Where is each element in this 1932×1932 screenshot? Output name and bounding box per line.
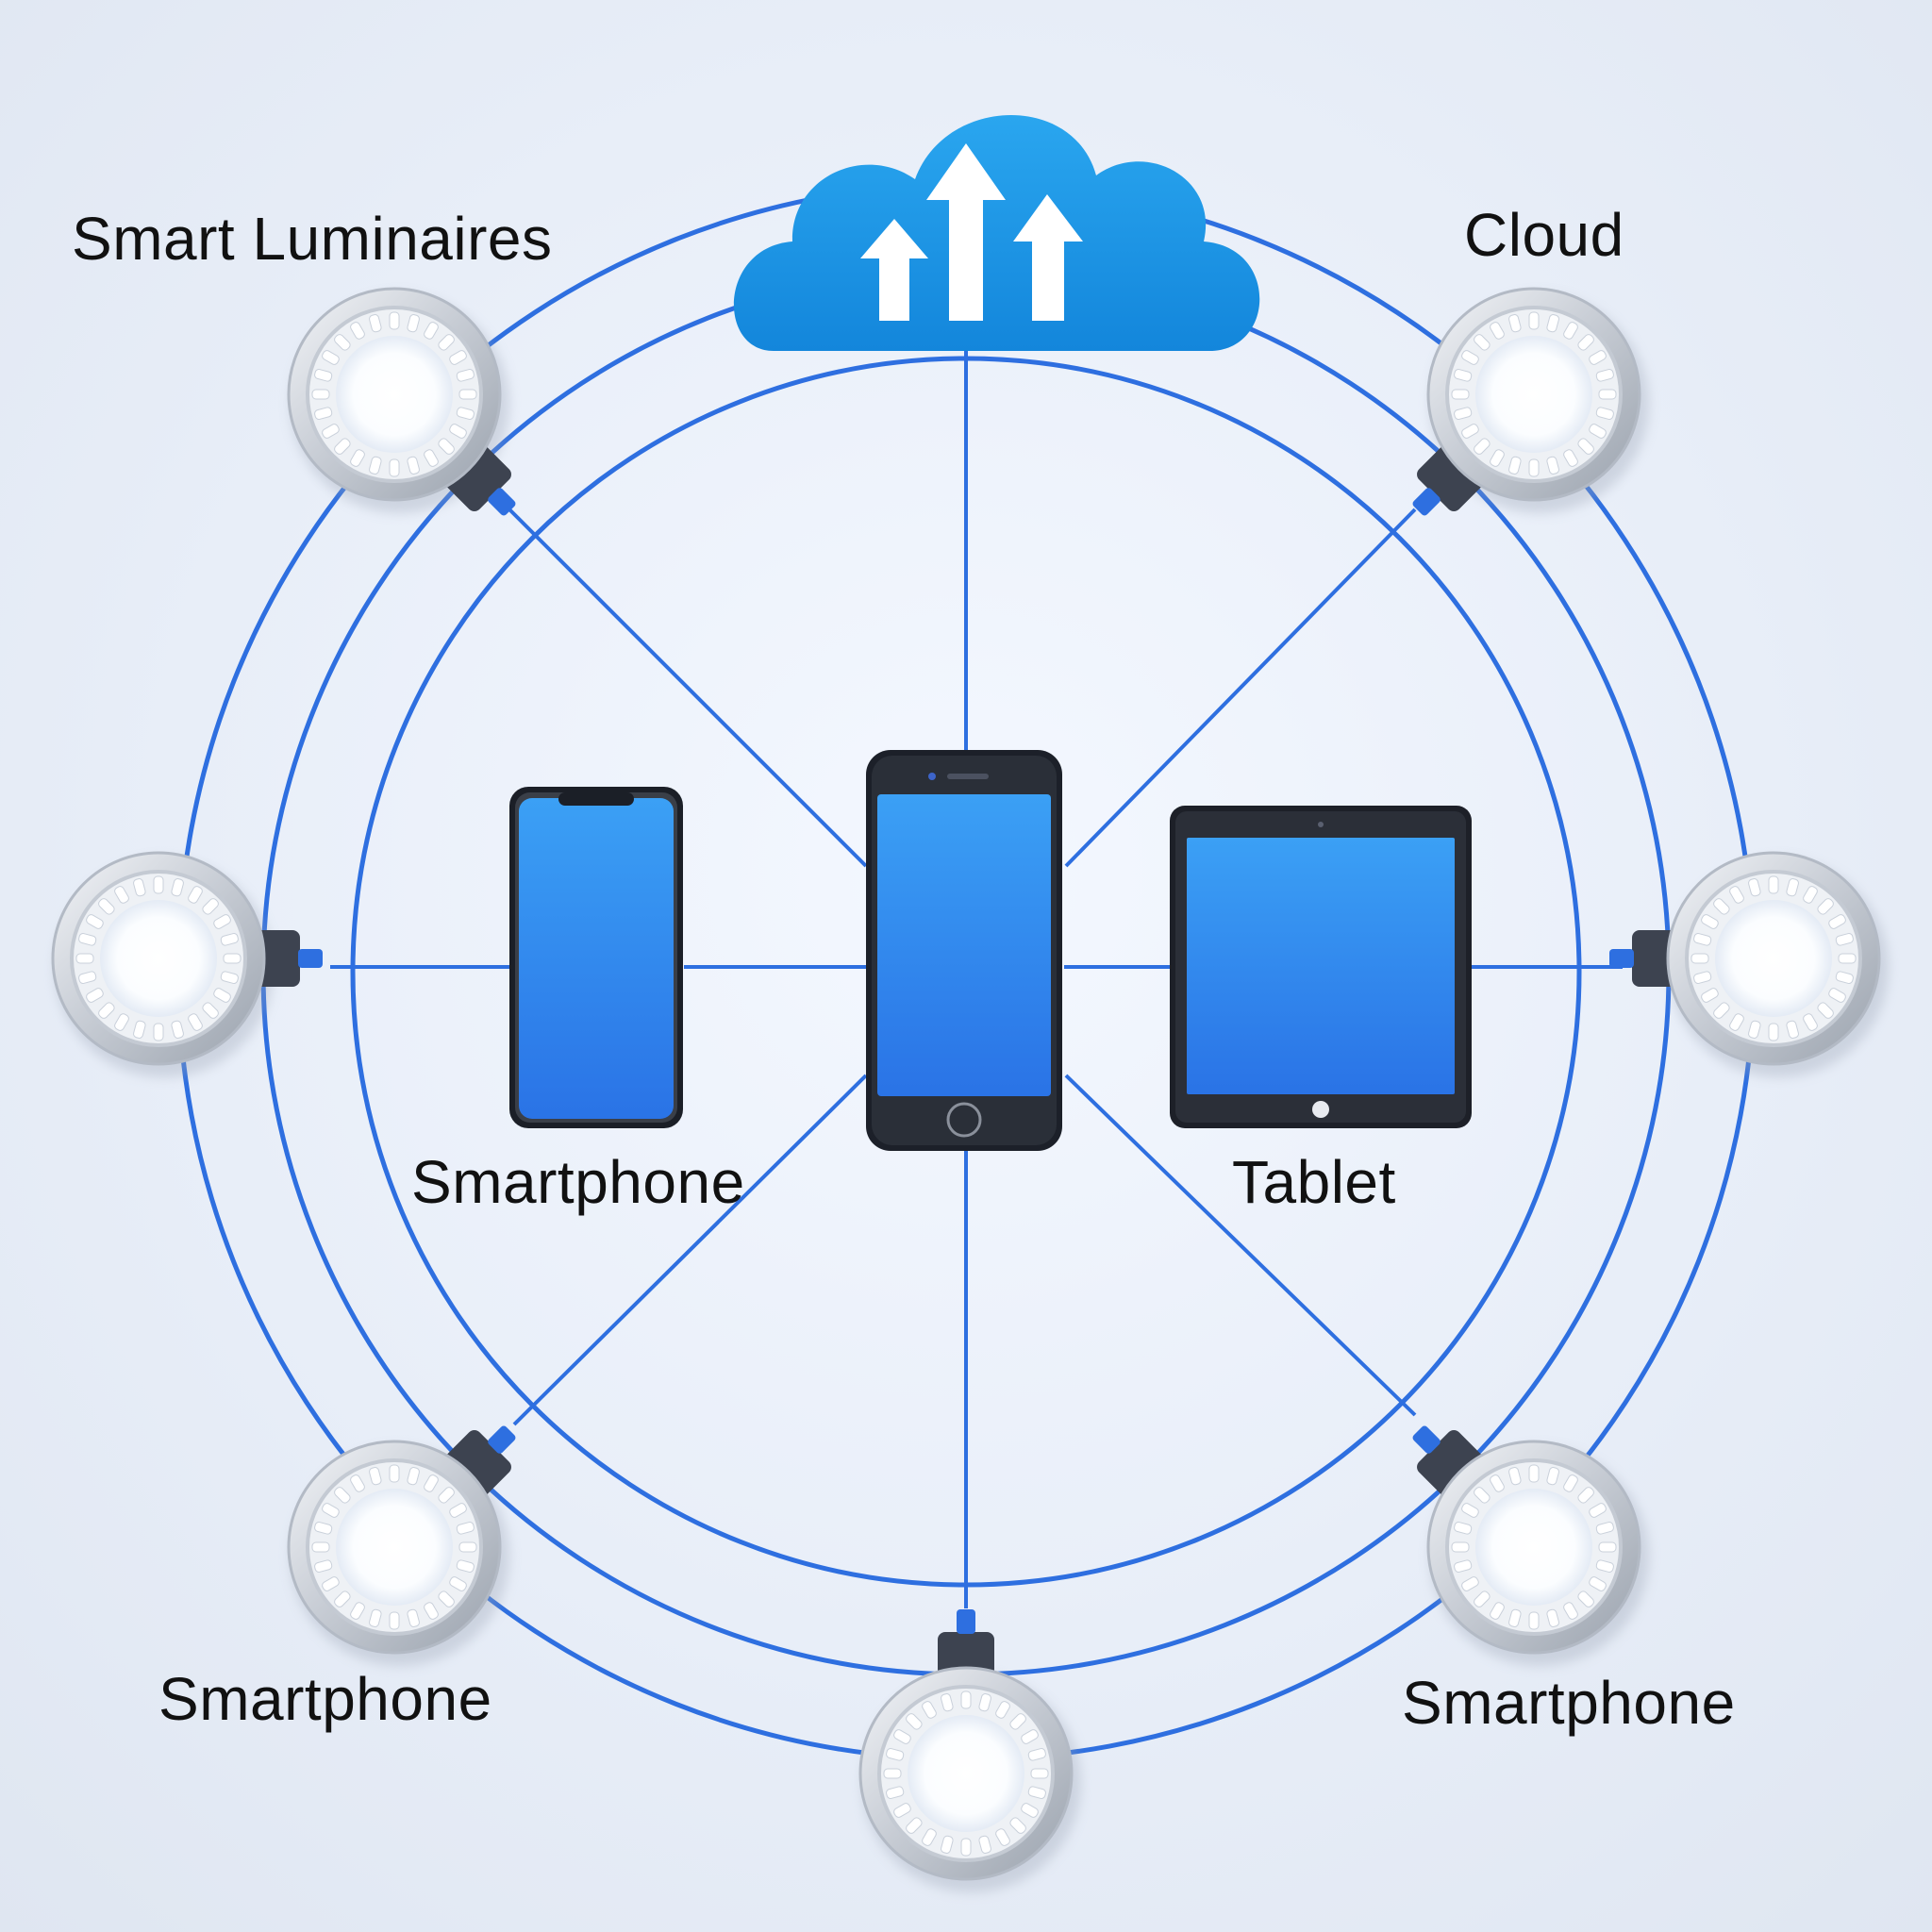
spoke-cable-bottom-left bbox=[512, 1074, 868, 1426]
luminaire-icon bbox=[51, 851, 323, 1077]
luminaire-icon bbox=[287, 287, 516, 516]
spoke-cables bbox=[330, 349, 1623, 1608]
spoke-cable-top-right bbox=[1064, 508, 1417, 868]
label-smartphone-bottom-right: Smartphone bbox=[1402, 1669, 1736, 1737]
upload-arrows-icon bbox=[860, 143, 1083, 321]
label-smartphone-center: Smartphone bbox=[411, 1148, 745, 1216]
smartphone-icon bbox=[509, 787, 683, 1128]
luminaire-icon bbox=[858, 1609, 1081, 1892]
tablet-home-button-icon bbox=[1312, 1101, 1329, 1118]
luminaire-icon bbox=[1609, 851, 1889, 1077]
smartphone-center-icon bbox=[866, 750, 1062, 1151]
luminaires bbox=[51, 287, 1889, 1892]
spoke-cable-top-left bbox=[508, 508, 868, 868]
label-cloud: Cloud bbox=[1464, 201, 1624, 269]
spoke-cable-bottom-right bbox=[1064, 1074, 1417, 1417]
cloud-icon bbox=[733, 114, 1260, 352]
home-button-icon bbox=[946, 1102, 982, 1138]
label-smartphone-bottom-left: Smartphone bbox=[158, 1665, 492, 1733]
luminaire-icon bbox=[1412, 287, 1649, 516]
tablet-icon bbox=[1170, 806, 1472, 1128]
luminaire-icon bbox=[287, 1425, 516, 1666]
label-smart-luminaires: Smart Luminaires bbox=[72, 205, 553, 273]
luminaire-icon bbox=[1412, 1425, 1649, 1666]
label-tablet: Tablet bbox=[1232, 1148, 1396, 1216]
